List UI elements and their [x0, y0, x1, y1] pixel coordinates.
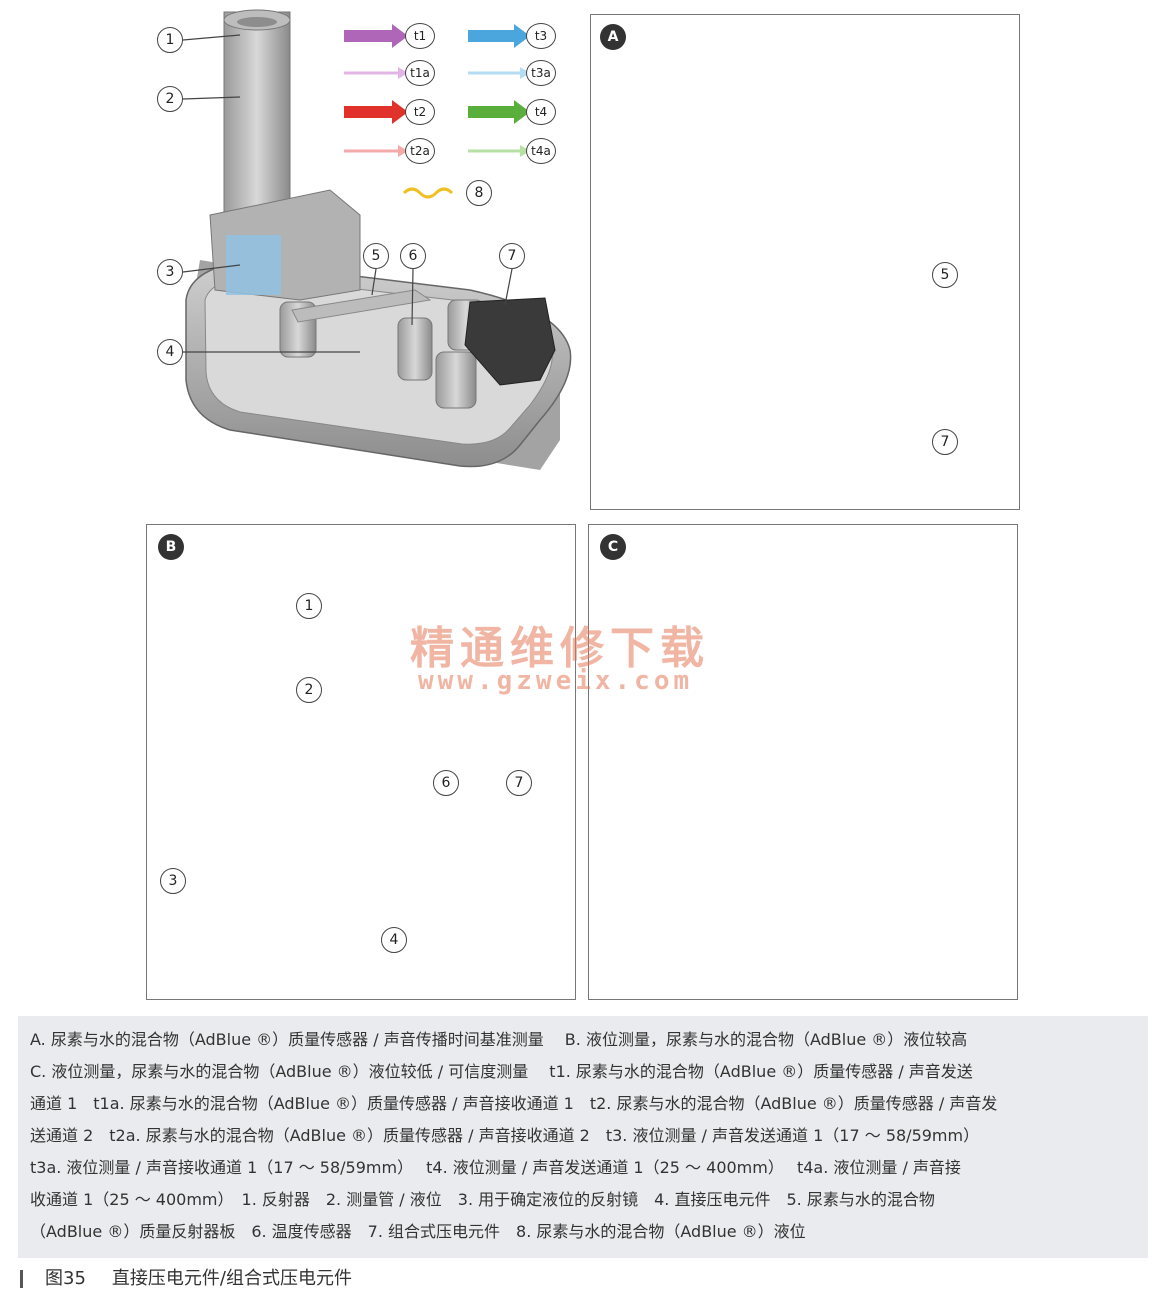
legend-arrows: [344, 24, 530, 199]
legend-t3a: t3a: [526, 60, 556, 86]
panel-c-letter: C: [600, 534, 626, 560]
panel-a-callout-7: 7: [932, 429, 958, 455]
panel-a-letter: A: [600, 24, 626, 50]
panel-b-callout-4: 4: [381, 927, 407, 953]
panel-b-callout-7: 7: [506, 770, 532, 796]
caption-box: A. 尿素与水的混合物（AdBlue ®）质量传感器 / 声音传播时间基准测量 …: [18, 1016, 1148, 1258]
caption-line: 送通道 2 t2a. 尿素与水的混合物（AdBlue ®）质量传感器 / 声音接…: [30, 1126, 980, 1145]
panel-a-callout-5: 5: [932, 262, 958, 288]
panel-b-callout-1: 1: [296, 593, 322, 619]
legend-t4a: t4a: [526, 138, 556, 164]
caption-line: （AdBlue ®）质量反射器板 6. 温度传感器 7. 组合式压电元件 8. …: [30, 1222, 806, 1241]
panel-b-callout-3: 3: [160, 868, 186, 894]
caption-bar: [20, 1270, 23, 1288]
arrow-t3: [468, 24, 530, 48]
panel-b-callout-2: 2: [296, 677, 322, 703]
legend-t2: t2: [405, 99, 435, 125]
panel-b-letter: B: [158, 534, 184, 560]
figure-title: 直接压电元件/组合式压电元件: [111, 1268, 352, 1289]
caption-line: t3a. 液位测量 / 声音接收通道 1（17 ～ 58/59mm） t4. 液…: [30, 1158, 961, 1177]
caption-line: 通道 1 t1a. 尿素与水的混合物（AdBlue ®）质量传感器 / 声音接收…: [30, 1094, 998, 1113]
arrow-t1: [344, 24, 408, 48]
panel-c: [588, 524, 1018, 1000]
watermark-url: www.gzweix.com: [418, 666, 694, 696]
figure-number: 图35: [45, 1268, 86, 1289]
callout-3: 3: [157, 259, 183, 285]
main-leader-lines: [182, 34, 513, 353]
legend-t1: t1: [405, 23, 435, 49]
arrow-t2: [344, 100, 408, 124]
caption-line: A. 尿素与水的混合物（AdBlue ®）质量传感器 / 声音传播时间基准测量 …: [30, 1030, 968, 1049]
callout-6: 6: [400, 243, 426, 269]
caption-line: C. 液位测量，尿素与水的混合物（AdBlue ®）液位较低 / 可信度测量 t…: [30, 1062, 973, 1081]
panel-b-callout-6: 6: [433, 770, 459, 796]
figure-caption: 图35 直接压电元件/组合式压电元件: [20, 1264, 352, 1290]
arrow-t4: [468, 100, 530, 124]
caption-line: 收通道 1（25 ～ 400mm） 1. 反射器 2. 测量管 / 液位 3. …: [30, 1190, 935, 1209]
callout-1: 1: [157, 27, 183, 53]
sensor-module-illustration: [185, 9, 572, 470]
callout-4: 4: [157, 339, 183, 365]
callout-2: 2: [157, 86, 183, 112]
panel-b: [146, 524, 576, 1000]
legend-t4: t4: [526, 99, 556, 125]
callout-7: 7: [499, 243, 525, 269]
level-wave-legend: [402, 187, 454, 199]
legend-t1a: t1a: [405, 60, 435, 86]
callout-5: 5: [363, 243, 389, 269]
legend-t2a: t2a: [405, 138, 435, 164]
legend-t3: t3: [526, 23, 556, 49]
legend-8: 8: [466, 180, 492, 206]
watermark: 精通维修下载: [410, 623, 710, 674]
